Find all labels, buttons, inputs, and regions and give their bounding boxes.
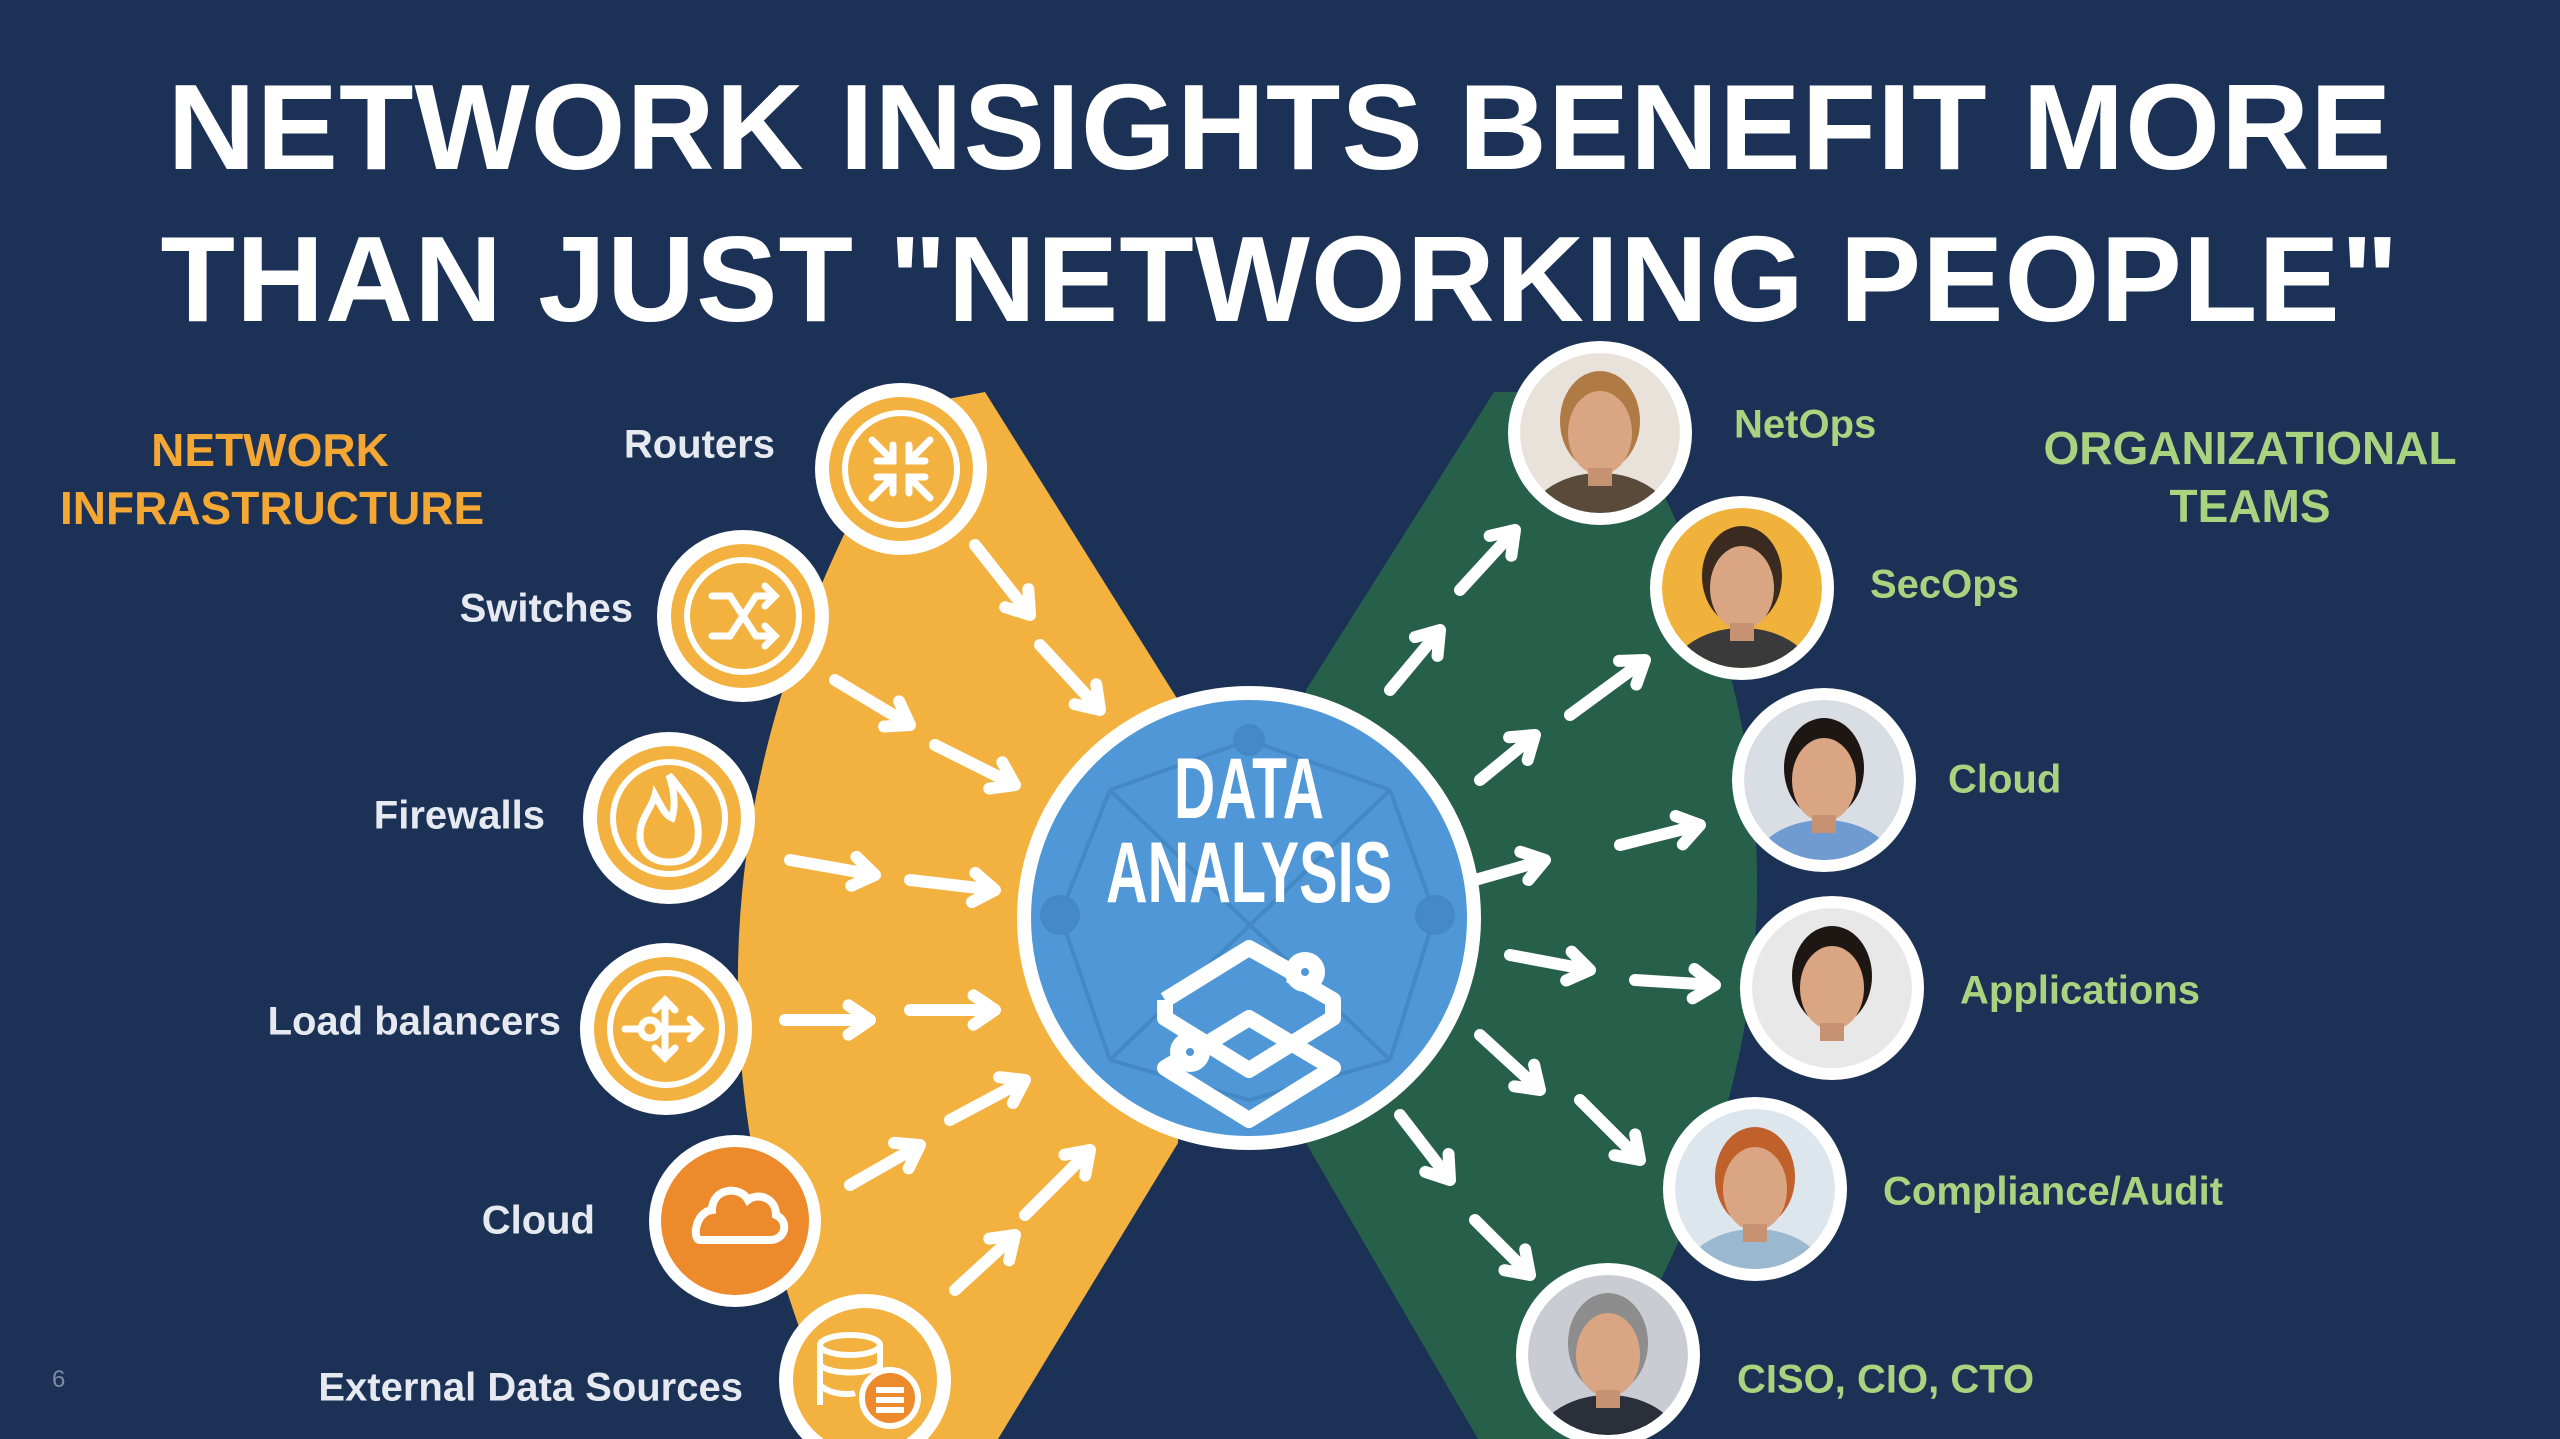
arrow-icon bbox=[1384, 624, 1446, 696]
arrow-icon bbox=[949, 1229, 1021, 1296]
heading-line-2: TEAMS bbox=[2169, 480, 2331, 532]
arrow-icon bbox=[1034, 639, 1106, 716]
slide-title-line-2: THAN JUST "NETWORKING PEOPLE" bbox=[160, 211, 2400, 347]
source-icon-switches bbox=[657, 530, 829, 702]
arrow-icon bbox=[1454, 524, 1521, 596]
avatar-compliance bbox=[1663, 1097, 1847, 1281]
arrow-icon bbox=[779, 999, 876, 1041]
team-label-cloud: Cloud bbox=[1948, 757, 2062, 802]
load-balancer-icon bbox=[621, 995, 705, 1063]
arrow-icon bbox=[1474, 729, 1541, 786]
avatar-applications bbox=[1740, 896, 1924, 1080]
source-icon-cloud bbox=[649, 1135, 821, 1307]
arrow-icon bbox=[944, 1071, 1031, 1126]
organizational-teams-heading: ORGANIZATIONAL TEAMS bbox=[2030, 419, 2470, 535]
arrow-icon bbox=[1564, 654, 1651, 721]
switch-shuffle-icon bbox=[708, 582, 780, 650]
source-icon-external-data bbox=[779, 1294, 951, 1439]
arrow-icon bbox=[1614, 809, 1706, 851]
page-number: 6 bbox=[52, 1366, 66, 1393]
data-analysis-circle bbox=[1017, 686, 1481, 1150]
network-infrastructure-heading: NETWORK INFRASTRUCTURE bbox=[60, 421, 485, 537]
source-label-external-data: External Data Sources bbox=[318, 1365, 743, 1410]
arrow-icon bbox=[904, 989, 1001, 1031]
arrow-icon bbox=[1469, 1214, 1536, 1281]
source-icon-load-balancers bbox=[580, 943, 752, 1115]
arrow-icon bbox=[929, 739, 1021, 795]
team-label-netops: NetOps bbox=[1734, 402, 1877, 447]
arrow-icon bbox=[969, 539, 1036, 621]
source-icon-firewalls bbox=[583, 732, 755, 904]
arrow-icon bbox=[1504, 945, 1596, 987]
team-label-secops: SecOps bbox=[1870, 562, 2019, 607]
router-arrows-icon bbox=[868, 436, 934, 502]
team-label-executives: CISO, CIO, CTO bbox=[1737, 1357, 2035, 1402]
source-label-firewalls: Firewalls bbox=[373, 793, 545, 838]
avatar-cloud bbox=[1732, 688, 1916, 872]
heading-line-1: ORGANIZATIONAL bbox=[2043, 422, 2457, 474]
arrow-icon bbox=[1474, 1029, 1546, 1096]
arrow-icon bbox=[1019, 1144, 1096, 1221]
arrow-icon bbox=[1469, 845, 1551, 887]
arrow-icon bbox=[784, 850, 881, 892]
slide-title-line-1: NETWORK INSIGHTS BENEFIT MORE bbox=[167, 59, 2393, 195]
cloud-icon bbox=[691, 1186, 789, 1244]
arrow-icon bbox=[829, 674, 916, 733]
source-label-load-balancers: Load balancers bbox=[267, 999, 561, 1044]
source-label-cloud: Cloud bbox=[481, 1198, 595, 1243]
heading-line-2: INFRASTRUCTURE bbox=[60, 482, 485, 534]
source-icon-routers bbox=[815, 383, 987, 555]
source-label-switches: Switches bbox=[459, 586, 633, 631]
arrow-icon bbox=[1574, 1094, 1646, 1166]
source-label-routers: Routers bbox=[623, 422, 775, 467]
avatar-executives bbox=[1516, 1263, 1700, 1439]
team-label-compliance: Compliance/Audit bbox=[1883, 1169, 2224, 1214]
arrow-icon bbox=[1394, 1109, 1456, 1186]
arrow-icon bbox=[844, 1136, 926, 1191]
data-layers-icon bbox=[1157, 940, 1341, 1128]
arrow-icon bbox=[904, 866, 1001, 909]
avatar-secops bbox=[1650, 496, 1834, 680]
flow-arrows bbox=[779, 524, 1721, 1296]
avatar-netops bbox=[1508, 341, 1692, 525]
heading-line-1: NETWORK bbox=[151, 424, 389, 476]
arrow-icon bbox=[1629, 963, 1721, 1005]
database-list-icon bbox=[817, 1332, 921, 1429]
team-label-applications: Applications bbox=[1960, 968, 2201, 1013]
flame-icon bbox=[636, 772, 702, 866]
